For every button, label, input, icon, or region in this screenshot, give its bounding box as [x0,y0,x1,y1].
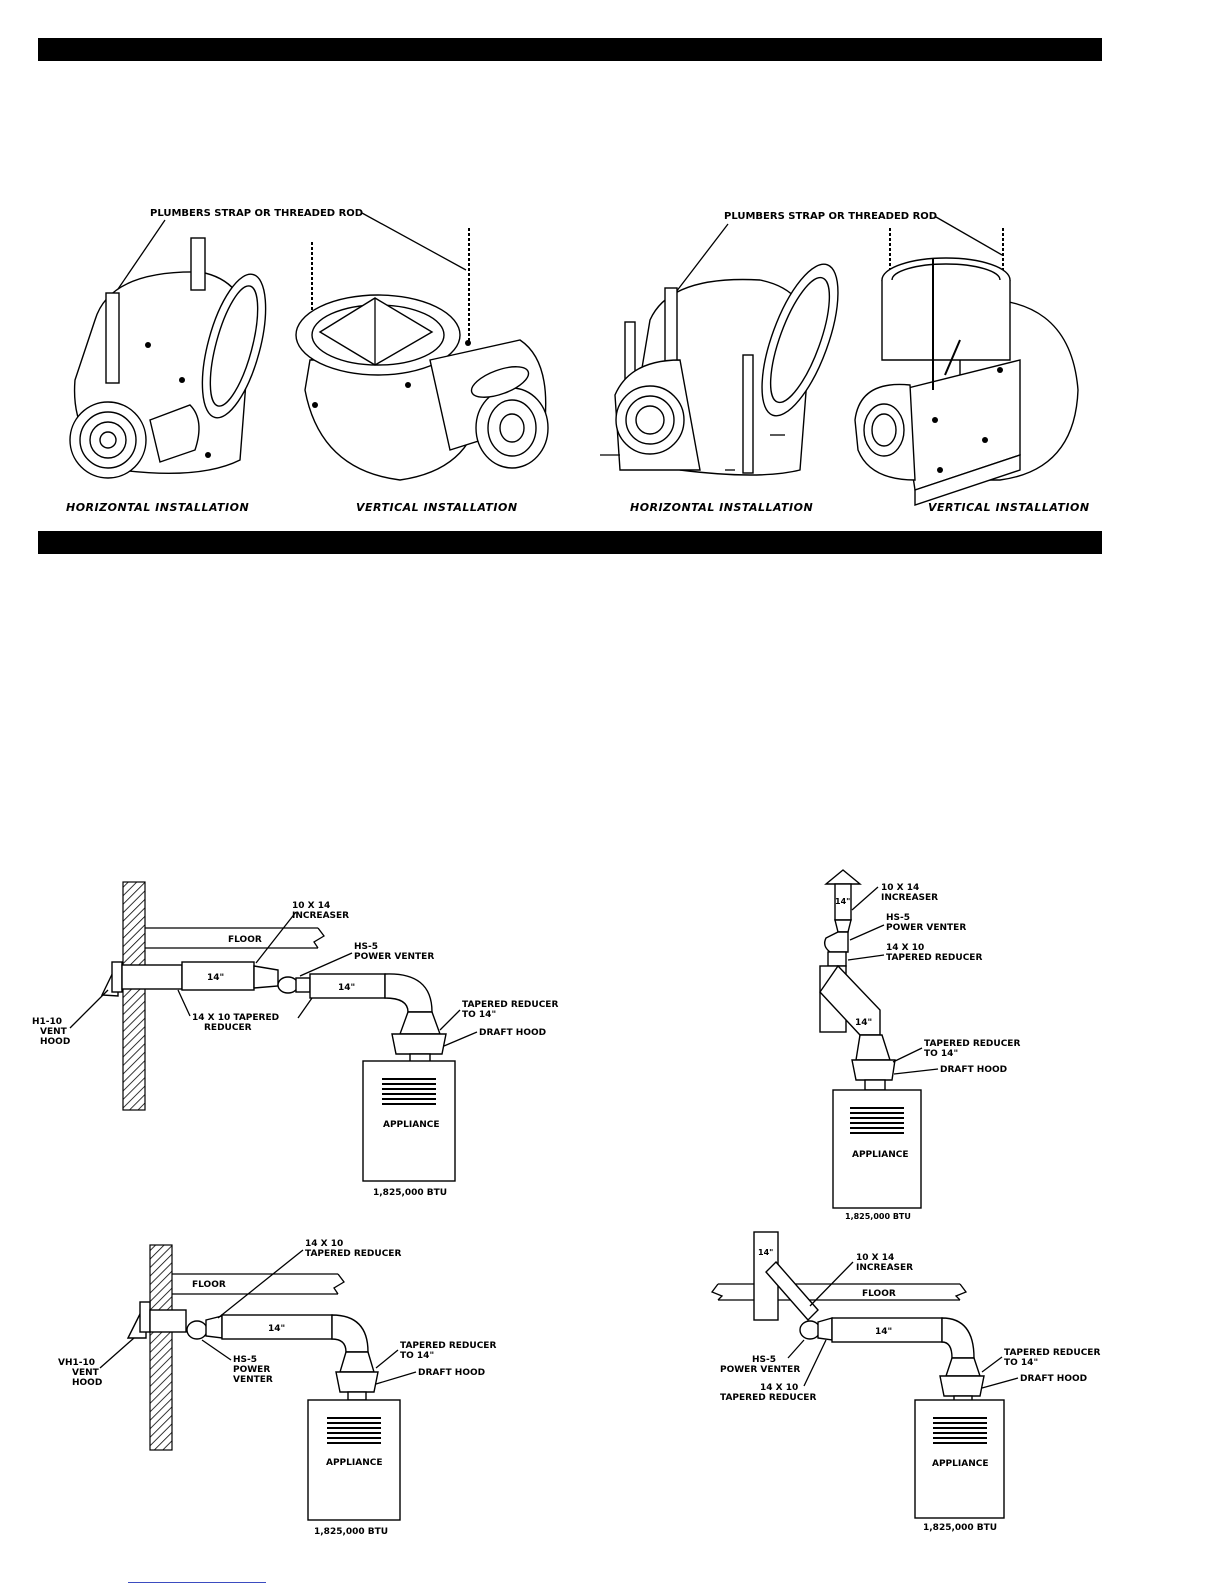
callout-left: PLUMBERS STRAP OR THREADED ROD [150,208,363,219]
d4-draft: DRAFT HOOD [1020,1374,1087,1384]
blower-vertical-1 [295,228,549,481]
d1-floor: FLOOR [228,935,262,945]
d1-pipe-a: 14" [207,973,224,983]
caption-vertical-2: VERTICAL INSTALLATION [928,501,1090,514]
d3-venter-2: POWER [233,1365,270,1375]
d2-reducer-1: 14 X 10 [886,943,924,953]
d1-venter-2: POWER VENTER [354,952,434,962]
d4-floor: FLOOR [862,1289,896,1299]
d2-btu: 1,825,000 BTU [845,1212,911,1221]
d2-tapered-2: TO 14" [924,1049,958,1059]
d3-btu: 1,825,000 BTU [314,1527,388,1537]
d3-appliance: APPLIANCE [326,1458,383,1468]
d3-venter-1: HS-5 [233,1355,257,1365]
d3-reducer-2: TAPERED REDUCER [305,1249,401,1259]
vent-diagram-4: 14" FLOOR 14" APPLIANCE 1,825,000 BTU 10… [710,1231,1100,1533]
d1-reducer-2: REDUCER [204,1023,252,1033]
d4-btu: 1,825,000 BTU [923,1523,997,1533]
mounting-section: PLUMBERS STRAP OR THREADED ROD PLUMBERS … [66,208,1090,514]
d4-venter-1: HS-5 [752,1355,776,1365]
d2-appliance: APPLIANCE [852,1150,909,1160]
d1-increaser-2: INCREASER [292,911,349,921]
d3-vent-hood-3: HOOD [72,1378,102,1388]
d2-cap-pipe: 14" [835,897,850,906]
d2-increaser-1: 10 X 14 [881,883,919,893]
d1-venter-1: HS-5 [354,942,378,952]
d3-vent-hood-1: VH1-10 [58,1358,95,1368]
d1-tapered-1: TAPERED REDUCER [462,1000,558,1010]
d2-increaser-2: INCREASER [881,893,938,903]
d1-tapered-2: TO 14" [462,1010,496,1020]
section-header-bar-top [38,38,1102,61]
d1-btu: 1,825,000 BTU [373,1188,447,1198]
d1-reducer-1: 14 X 10 TAPERED [192,1013,279,1023]
d1-vent-hood-3: HOOD [40,1037,70,1047]
d3-venter-3: VENTER [233,1375,273,1385]
d1-vent-hood-2: VENT [40,1027,68,1037]
d2-draft: DRAFT HOOD [940,1065,1007,1075]
d3-vent-hood-2: VENT [72,1368,100,1378]
blower-horizontal-2 [600,263,839,476]
d2-venter-2: POWER VENTER [886,923,966,933]
caption-horizontal-1: HORIZONTAL INSTALLATION [66,501,249,514]
blower-horizontal-1 [69,237,267,479]
d2-venter-1: HS-5 [886,913,910,923]
d4-reducer-2: TAPERED REDUCER [720,1393,816,1403]
d1-increaser-1: 10 X 14 [292,901,330,911]
vent-diagram-2: 14" 14" APPLIANCE 1,825,000 BTU 10 X 14 … [819,869,1020,1221]
callout-right: PLUMBERS STRAP OR THREADED ROD [724,211,937,222]
d4-increaser-2: INCREASER [856,1263,913,1273]
d4-tapered-1: TAPERED REDUCER [1004,1348,1100,1358]
d3-pipe: 14" [268,1324,285,1334]
d4-appliance: APPLIANCE [932,1459,989,1469]
d3-floor: FLOOR [192,1280,226,1290]
d4-reducer-1: 14 X 10 [760,1383,798,1393]
d1-pipe-b: 14" [338,983,355,993]
d4-increaser-1: 10 X 14 [856,1253,894,1263]
d2-pipe: 14" [855,1018,872,1028]
d1-appliance: APPLIANCE [383,1120,440,1130]
caption-vertical-1: VERTICAL INSTALLATION [356,501,518,514]
d4-tapered-2: TO 14" [1004,1358,1038,1368]
vent-diagram-1: FLOOR 14" 14" APPLIANCE 1,825,000 BTU 10… [32,881,558,1198]
footer-link-underline [128,1582,266,1583]
d2-tapered-1: TAPERED REDUCER [924,1039,1020,1049]
d3-reducer-1: 14 X 10 [305,1239,343,1249]
d4-pipe: 14" [875,1327,892,1337]
blower-vertical-2 [854,228,1079,506]
vent-diagram-3: FLOOR 14" APPLIANCE 1,825,000 BTU 14 X 1… [58,1239,496,1537]
d1-draft: DRAFT HOOD [479,1028,546,1038]
d3-draft: DRAFT HOOD [418,1368,485,1378]
d1-vent-hood-1: H1-10 [32,1017,62,1027]
section-header-bar-middle [38,531,1102,554]
d4-venter-2: POWER VENTER [720,1365,800,1375]
d3-tapered-1: TAPERED REDUCER [400,1341,496,1351]
d4-vert-pipe: 14" [758,1248,773,1257]
d2-reducer-2: TAPERED REDUCER [886,953,982,963]
d3-tapered-2: TO 14" [400,1351,434,1361]
caption-horizontal-2: HORIZONTAL INSTALLATION [630,501,813,514]
